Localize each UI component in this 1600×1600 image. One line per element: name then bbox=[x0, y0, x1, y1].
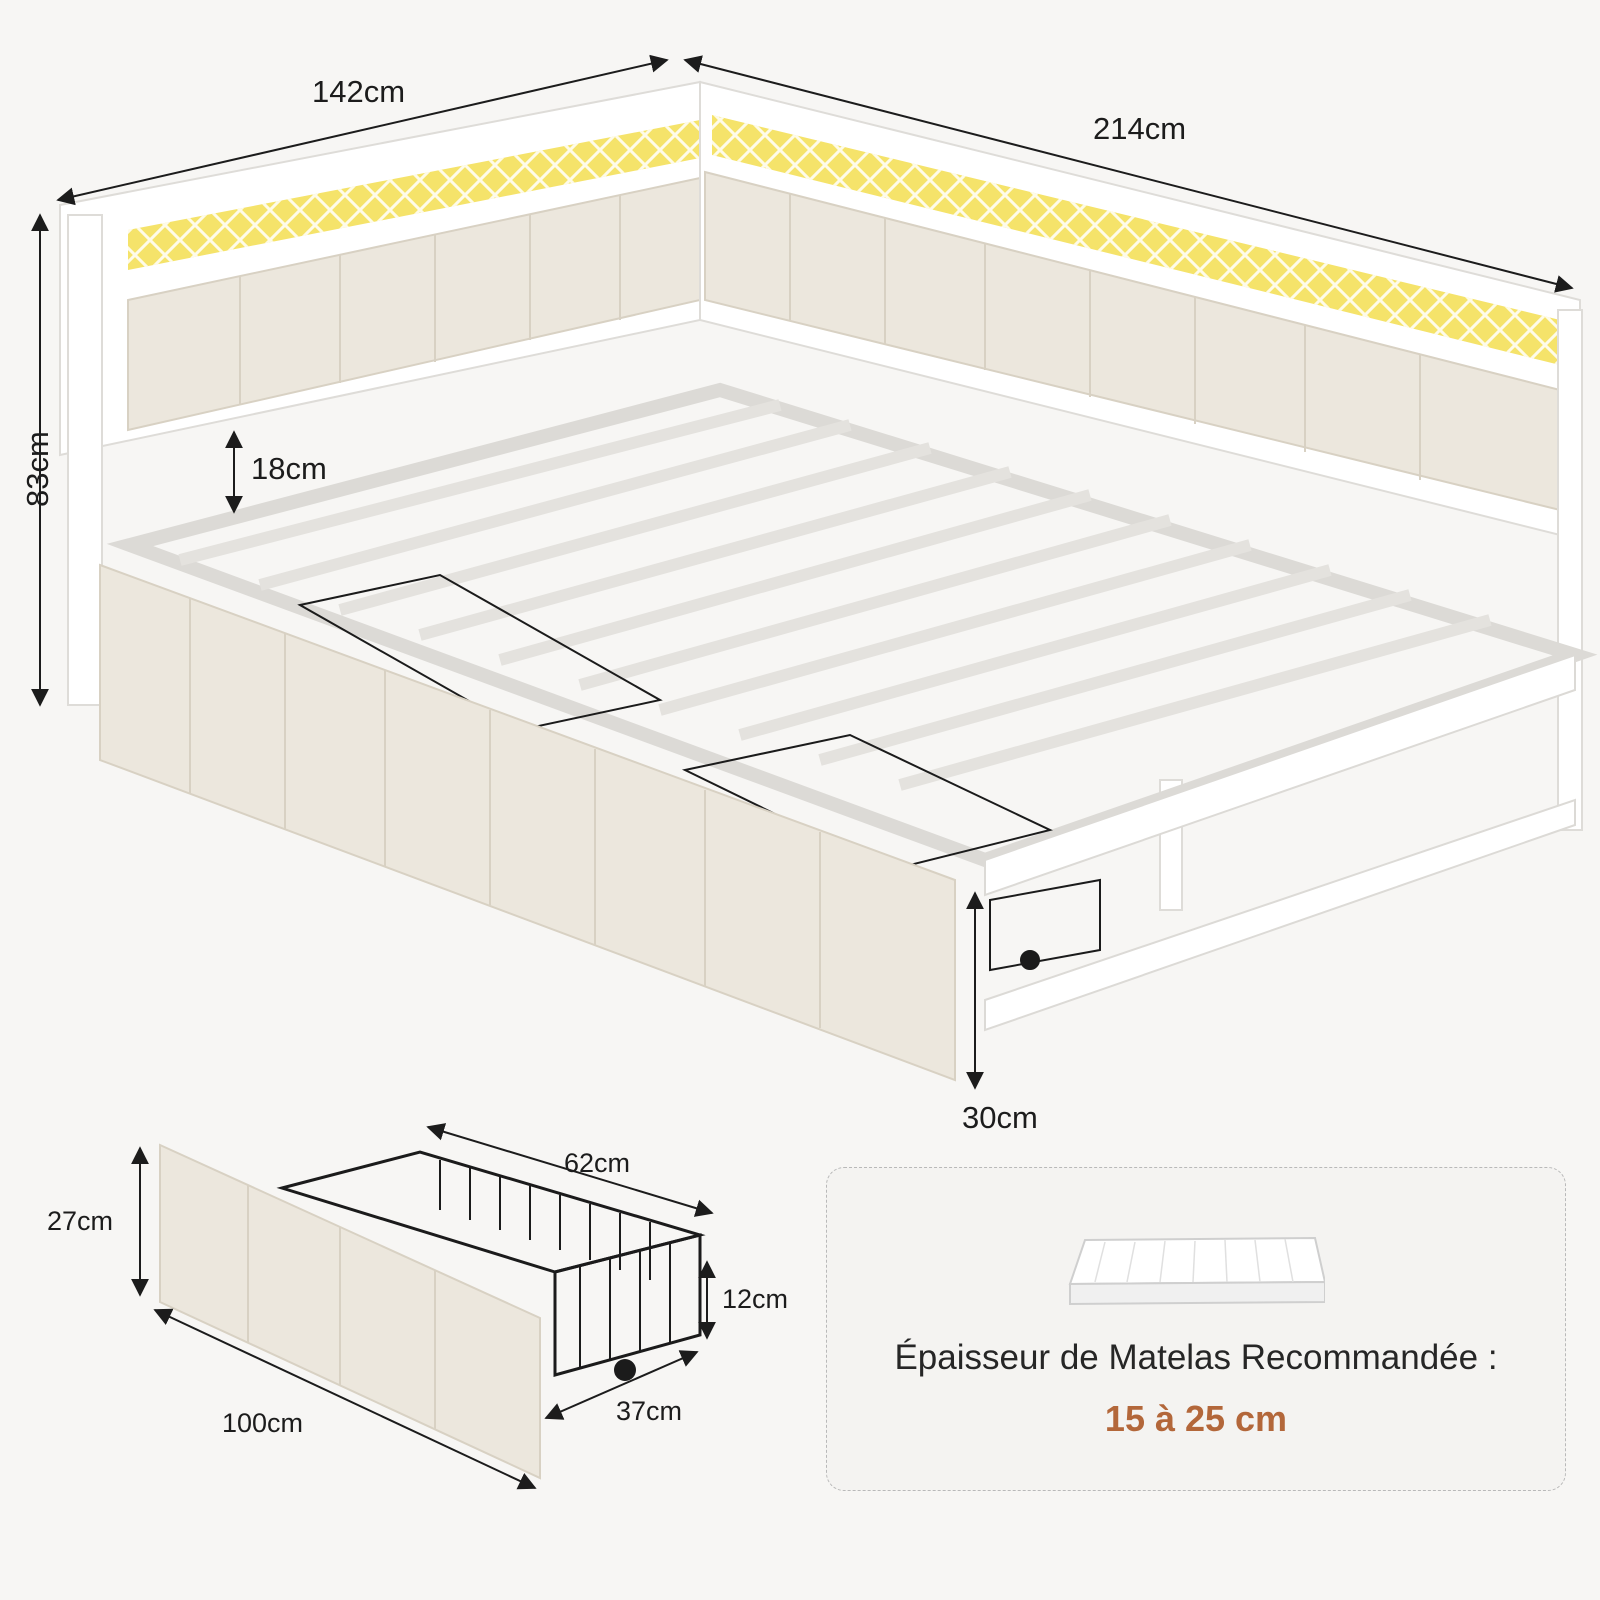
height-label: 83cm bbox=[20, 431, 55, 507]
frame-posts bbox=[67, 214, 1583, 911]
side-rail-upholstery bbox=[99, 563, 956, 1082]
drawer-front-width-label: 100cm bbox=[222, 1408, 304, 1438]
clearance-label: 18cm bbox=[251, 451, 327, 486]
slatted-platform bbox=[106, 382, 1598, 1032]
mattress-thickness-value: 15 à 25 cm bbox=[1104, 1398, 1288, 1439]
under-bed-clearance-label: 30cm bbox=[962, 1100, 1038, 1135]
length-label: 214cm bbox=[1093, 111, 1187, 146]
drawer-basket-width-label: 37cm bbox=[616, 1396, 683, 1426]
arrow-142 bbox=[56, 54, 669, 206]
width-label: 142cm bbox=[312, 74, 406, 109]
headboard-left bbox=[59, 80, 701, 457]
arrow-37 bbox=[544, 1350, 699, 1420]
mattress-icon bbox=[1068, 1236, 1325, 1306]
mattress-thickness-title: Épaisseur de Matelas Recommandée : bbox=[894, 1338, 1498, 1377]
arrow-214 bbox=[683, 55, 1574, 293]
arrow-62 bbox=[426, 1123, 714, 1217]
drawer-front-height-label: 27cm bbox=[47, 1206, 114, 1236]
arrow-100 bbox=[153, 1308, 537, 1490]
mattress-info-box: Épaisseur de Matelas Recommandée : 15 à … bbox=[826, 1167, 1566, 1491]
drawer-basket-height-label: 12cm bbox=[722, 1284, 789, 1314]
drawer-basket-length-label: 62cm bbox=[564, 1148, 631, 1178]
